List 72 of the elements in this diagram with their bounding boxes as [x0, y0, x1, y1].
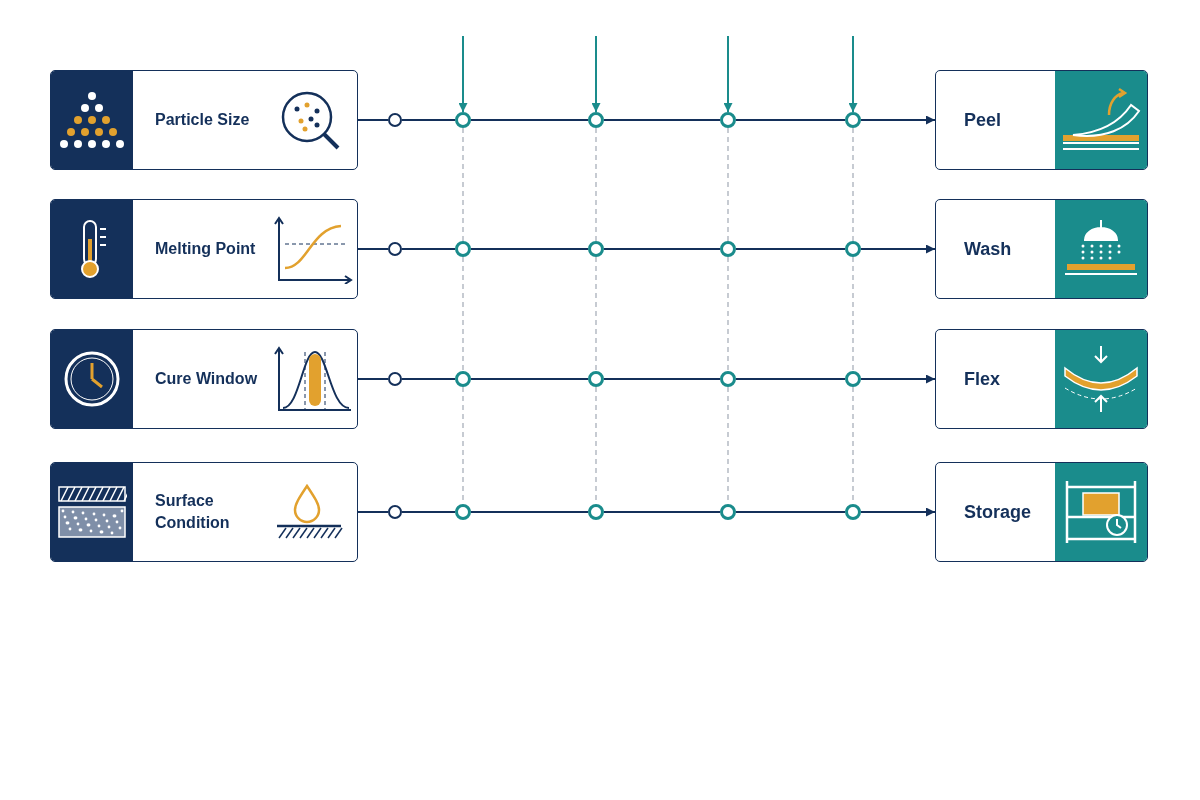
- node-label: Surface Condition: [155, 492, 230, 531]
- node-label: Particle Size: [155, 111, 250, 128]
- connector-line: [401, 119, 456, 121]
- arrow: [458, 35, 468, 113]
- node-label: Peel: [964, 110, 1002, 130]
- connector-line: [603, 378, 721, 380]
- parameter-card: [50, 462, 358, 562]
- parameter-card: [50, 199, 358, 299]
- parameter-card: [50, 70, 358, 170]
- connector-line: [357, 378, 389, 380]
- node-label: Cure Window: [155, 370, 258, 387]
- junction-circle: [455, 371, 471, 387]
- junction-circle: [720, 371, 736, 387]
- connector-line: [470, 511, 589, 513]
- dashed-line: [595, 256, 597, 372]
- connector-line: [735, 119, 846, 121]
- connector-line: [735, 248, 846, 250]
- dashed-line: [727, 256, 729, 372]
- junction-circle: [388, 113, 402, 127]
- junction-circle: [720, 504, 736, 520]
- connector-line: [357, 511, 389, 513]
- junction-circle: [388, 505, 402, 519]
- arrow: [591, 35, 601, 113]
- junction-circle: [588, 504, 604, 520]
- node-label: Flex: [964, 369, 1001, 389]
- junction-circle: [588, 241, 604, 257]
- node-label: Storage: [964, 502, 1032, 522]
- dashed-line: [462, 256, 464, 372]
- connector-line: [401, 378, 456, 380]
- connector-line: [735, 378, 846, 380]
- connector-line: [603, 119, 721, 121]
- junction-circle: [720, 112, 736, 128]
- connector-line: [470, 119, 589, 121]
- junction-circle: [845, 112, 861, 128]
- dashed-line: [727, 127, 729, 242]
- arrow: [860, 374, 936, 384]
- junction-circle: [455, 504, 471, 520]
- dashed-line: [462, 127, 464, 242]
- test-card: [935, 462, 1148, 562]
- junction-circle: [845, 371, 861, 387]
- connector-line: [357, 119, 389, 121]
- test-card: [935, 70, 1148, 170]
- arrow: [848, 35, 858, 113]
- junction-circle: [588, 112, 604, 128]
- connector-line: [735, 511, 846, 513]
- connector-line: [401, 248, 456, 250]
- dashed-line: [595, 127, 597, 242]
- junction-circle: [845, 241, 861, 257]
- junction-circle: [388, 372, 402, 386]
- connector-line: [401, 511, 456, 513]
- dashed-line: [852, 256, 854, 372]
- connector-line: [357, 248, 389, 250]
- connector-line: [603, 248, 721, 250]
- connector-line: [470, 378, 589, 380]
- junction-circle: [720, 241, 736, 257]
- junction-circle: [388, 242, 402, 256]
- junction-circle: [455, 241, 471, 257]
- connector-line: [470, 248, 589, 250]
- arrow: [860, 507, 936, 517]
- junction-circle: [455, 112, 471, 128]
- node-label: Melting Point: [155, 240, 256, 257]
- arrow: [860, 115, 936, 125]
- dashed-line: [852, 127, 854, 242]
- test-card: [935, 199, 1148, 299]
- arrow: [860, 244, 936, 254]
- junction-circle: [588, 371, 604, 387]
- parameter-card: [50, 329, 358, 429]
- junction-circle: [845, 504, 861, 520]
- connector-line: [603, 511, 721, 513]
- arrow: [723, 35, 733, 113]
- test-card: [935, 329, 1148, 429]
- node-label: Wash: [964, 239, 1012, 259]
